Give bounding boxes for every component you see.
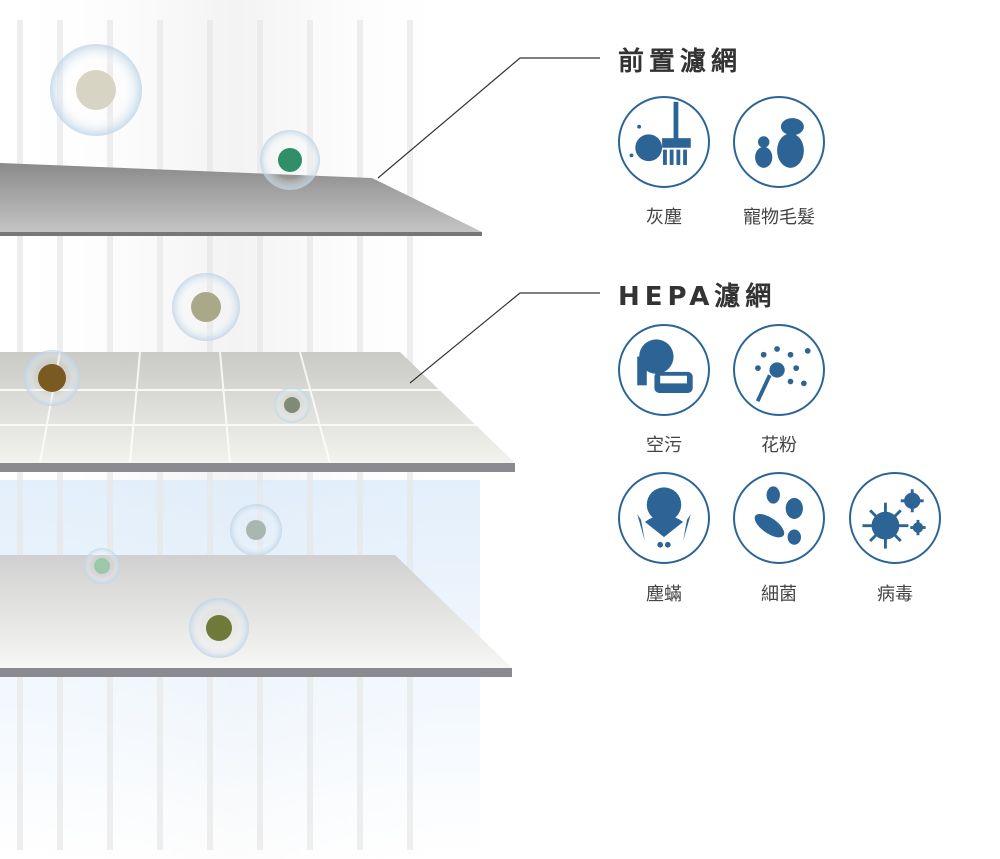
label-dust: 灰塵 [646,207,682,228]
hepa-filter-title: HEPA濾網 [618,282,777,312]
third-filter-layer [0,555,512,677]
pre-filter-leader-line [377,57,600,179]
label-air-pollution: 空污 [646,435,682,456]
label-bacteria: 細菌 [761,584,797,605]
label-pet-hair: 寵物毛髮 [743,207,815,228]
bacteria-icon [733,472,825,564]
car-pollution-icon [618,324,710,416]
dust-mite-icon [618,472,710,564]
pre-filter-layer [0,163,482,236]
pollen-icon [733,324,825,416]
label-dust-mite: 塵蟎 [646,584,682,605]
pet-icon [733,96,825,188]
pre-filter-title: 前置濾網 [618,47,743,77]
virus-icon [849,472,941,564]
label-virus: 病毒 [877,584,913,605]
hepa-filter-leader-line [409,292,600,384]
label-pollen: 花粉 [761,435,797,456]
broom-dust-icon [618,96,710,188]
particle-bubbles [24,44,320,658]
hepa-filter-layer [0,351,515,472]
